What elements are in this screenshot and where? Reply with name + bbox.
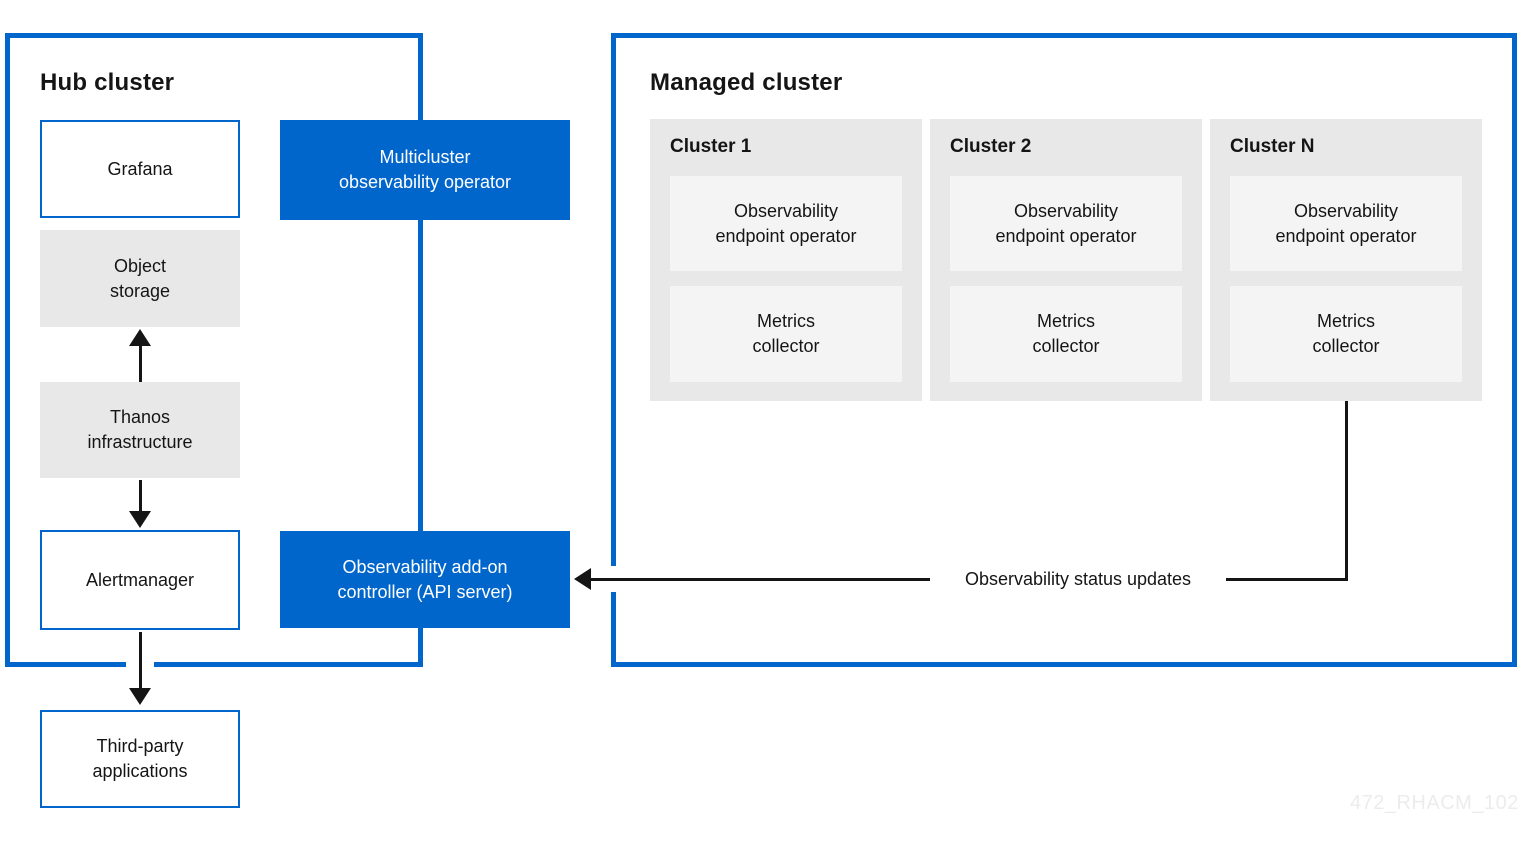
multicluster-observability-operator-box: Multicluster observability operator bbox=[280, 120, 570, 220]
object-storage-node: Object storage bbox=[40, 230, 240, 327]
status-updates-label: Observability status updates bbox=[930, 565, 1226, 593]
grafana-node: Grafana bbox=[40, 120, 240, 218]
hub-cluster-container bbox=[5, 33, 423, 667]
cluster-2-metrics-collector: Metrics collector bbox=[950, 286, 1182, 382]
managed-cluster-title: Managed cluster bbox=[650, 69, 843, 96]
arrow-left-icon bbox=[574, 568, 591, 590]
status-connector-vertical bbox=[1345, 401, 1348, 581]
arrow-down-icon bbox=[129, 511, 151, 528]
thanos-to-object-storage-arrow-shaft bbox=[139, 344, 142, 382]
managed-cluster-container bbox=[611, 33, 1517, 667]
observability-addon-controller-box: Observability add-on controller (API ser… bbox=[280, 531, 570, 628]
cluster-n-title: Cluster N bbox=[1230, 136, 1315, 157]
alertmanager-node: Alertmanager bbox=[40, 530, 240, 630]
cluster-n-endpoint-operator: Observability endpoint operator bbox=[1230, 176, 1462, 271]
cluster-n-card: Cluster N Observability endpoint operato… bbox=[1210, 119, 1482, 401]
cluster-2-title: Cluster 2 bbox=[950, 136, 1032, 157]
watermark-text: 472_RHACM_1023 bbox=[1350, 792, 1520, 814]
cluster-1-metrics-collector: Metrics collector bbox=[670, 286, 902, 382]
cluster-1-endpoint-operator: Observability endpoint operator bbox=[670, 176, 902, 271]
arrow-up-icon bbox=[129, 329, 151, 346]
third-party-applications-node: Third-party applications bbox=[40, 710, 240, 808]
alertmanager-to-third-party-arrow-shaft bbox=[139, 632, 142, 690]
cluster-2-endpoint-operator: Observability endpoint operator bbox=[950, 176, 1182, 271]
cluster-n-metrics-collector: Metrics collector bbox=[1230, 286, 1462, 382]
cluster-2-card: Cluster 2 Observability endpoint operato… bbox=[930, 119, 1202, 401]
hub-cluster-title: Hub cluster bbox=[40, 69, 175, 96]
cluster-1-title: Cluster 1 bbox=[670, 136, 752, 157]
thanos-to-alertmanager-arrow-shaft bbox=[139, 480, 142, 513]
cluster-1-card: Cluster 1 Observability endpoint operato… bbox=[650, 119, 922, 401]
thanos-infrastructure-node: Thanos infrastructure bbox=[40, 382, 240, 478]
arrow-down-icon bbox=[129, 688, 151, 705]
